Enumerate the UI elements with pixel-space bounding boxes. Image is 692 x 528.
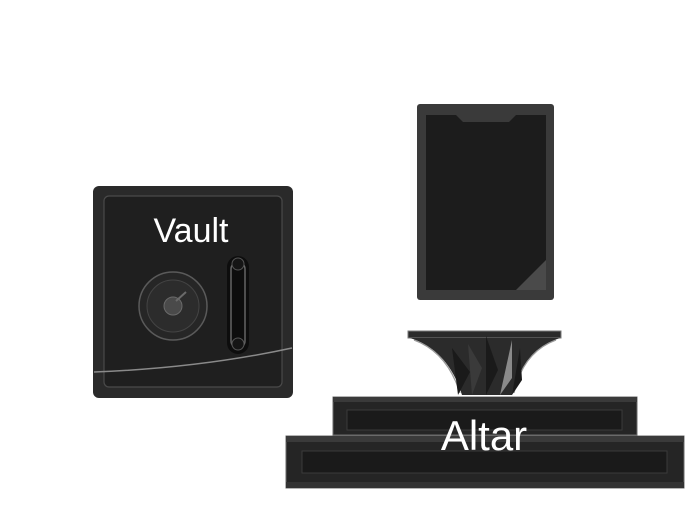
vault-trim-line (93, 347, 293, 373)
altar-label: Altar (441, 412, 527, 459)
vault-dial-icon[interactable] (138, 271, 208, 341)
altar-base-trim (286, 482, 684, 488)
card-slot-inner (426, 115, 546, 290)
card-slot[interactable] (417, 104, 554, 300)
vault[interactable]: Vault (93, 186, 293, 398)
altar-lower-trim (286, 436, 684, 442)
altar-crown-icon (410, 336, 560, 395)
card-slot-corner (516, 260, 546, 290)
altar-upper-trim (333, 397, 637, 402)
vault-label: Vault (154, 212, 230, 250)
altar-upper-inset (346, 409, 623, 431)
altar-top-plate (407, 330, 562, 339)
altar-lower-inset (301, 450, 668, 474)
altar[interactable]: Altar (285, 330, 685, 489)
vault-handle-icon[interactable] (227, 256, 249, 354)
